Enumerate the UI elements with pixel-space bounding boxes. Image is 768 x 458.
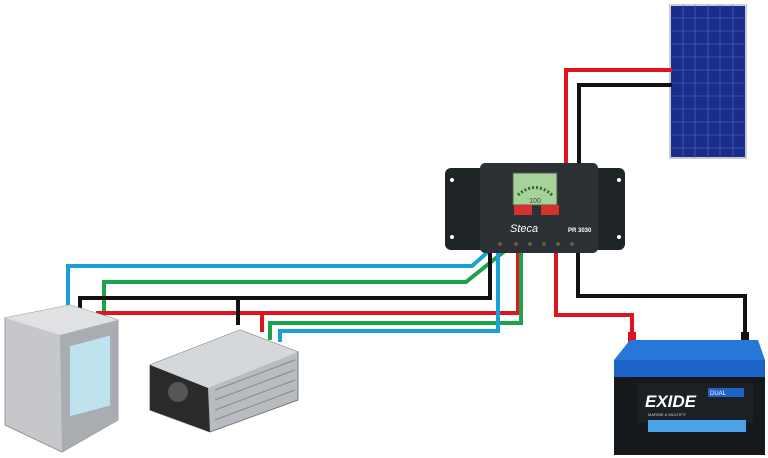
lcd-display bbox=[512, 172, 558, 206]
inverter-green-wire bbox=[268, 250, 523, 340]
menu-button[interactable] bbox=[514, 205, 532, 215]
controller-model: PR 3030 bbox=[568, 228, 592, 234]
battery-type: DUAL bbox=[710, 391, 727, 397]
battery: EXIDE DUAL MARINE & MULTIFIT bbox=[614, 332, 765, 455]
controller-brand: Steca bbox=[510, 223, 538, 235]
inverter-blue-wire bbox=[278, 250, 500, 342]
charge-controller: 100 Steca PR 3030 bbox=[445, 163, 625, 253]
inverter bbox=[149, 329, 299, 433]
wires bbox=[66, 68, 747, 345]
load-button[interactable] bbox=[541, 205, 559, 215]
fridge-ground-wire bbox=[78, 250, 492, 315]
panel-negative-wire bbox=[577, 83, 672, 170]
solar-panel bbox=[669, 4, 747, 159]
panel-positive-wire bbox=[564, 68, 672, 170]
battery-positive-wire bbox=[554, 248, 634, 340]
fridge-load-positive-wire bbox=[66, 248, 492, 310]
display-value: 100 bbox=[529, 198, 541, 205]
battery-tagline: MARINE & MULTIFIT bbox=[648, 412, 687, 417]
battery-negative-wire bbox=[576, 248, 747, 340]
battery-brand: EXIDE bbox=[645, 392, 697, 411]
fridge bbox=[4, 304, 119, 453]
fridge-positive-wire bbox=[96, 250, 520, 330]
